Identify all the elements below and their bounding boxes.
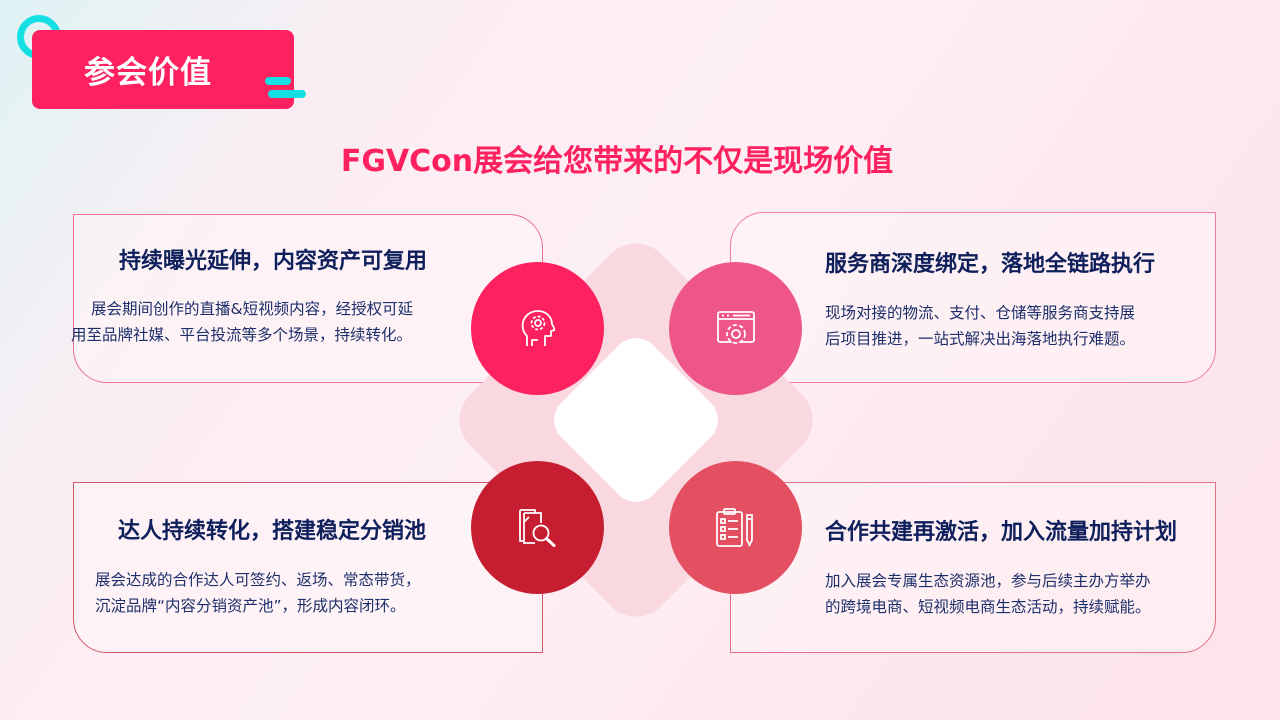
circle-exposure: [471, 262, 604, 395]
decorative-dash: [268, 90, 306, 98]
decorative-dash: [265, 77, 291, 85]
value-card-service-providers: 服务商深度绑定，落地全链路执行 现场对接的物流、支付、仓储等服务商支持展 后项目…: [730, 212, 1216, 383]
card-body-line: 用至品牌社媒、平台投流等多个场景，持续转化。: [71, 326, 413, 344]
card-title: 合作共建再激活，加入流量加持计划: [825, 520, 1178, 545]
section-tag: 参会价值: [32, 30, 294, 109]
card-body-line: 展会达成的合作达人可签约、返场、常态带货，: [95, 571, 421, 589]
card-body-line: 展会期间创作的直播&短视频内容，经授权可延: [91, 300, 414, 318]
card-body-line: 现场对接的物流、支付、仓储等服务商支持展: [825, 304, 1136, 322]
circle-influencers: [471, 461, 604, 594]
clipboard-checklist-icon: [715, 507, 756, 548]
circle-cooperation: [669, 461, 802, 594]
document-search-icon: [518, 508, 557, 547]
value-card-exposure: 持续曝光延伸，内容资产可复用 展会期间创作的直播&短视频内容，经授权可延 用至品…: [71, 214, 543, 383]
card-body: 现场对接的物流、支付、仓储等服务商支持展 后项目推进，一站式解决出海落地执行难题…: [825, 300, 1135, 352]
head-gear-icon: [521, 309, 555, 348]
section-tag-label: 参会价值: [84, 55, 212, 91]
card-body-line: 加入展会专属生态资源池，参与后续主办方举办: [825, 572, 1151, 590]
card-title: 服务商深度绑定，落地全链路执行: [825, 252, 1156, 277]
card-title: 持续曝光延伸，内容资产可复用: [119, 249, 428, 274]
card-body: 加入展会专属生态资源池，参与后续主办方举办 的跨境电商、短视频电商生态活动，持续…: [825, 568, 1151, 620]
circle-service: [669, 262, 802, 395]
card-body: 展会达成的合作达人可签约、返场、常态带货， 沉淀品牌“内容分销资产池”，形成内容…: [95, 567, 421, 619]
card-body-line: 的跨境电商、短视频电商生态活动，持续赋能。: [825, 598, 1151, 616]
card-body: 展会期间创作的直播&短视频内容，经授权可延 用至品牌社媒、平台投流等多个场景，持…: [71, 296, 491, 348]
card-body-line: 后项目推进，一站式解决出海落地执行难题。: [825, 330, 1136, 348]
browser-gear-icon: [716, 310, 755, 347]
card-title: 达人持续转化，搭建稳定分销池: [118, 519, 427, 544]
value-card-cooperation: 合作共建再激活，加入流量加持计划 加入展会专属生态资源池，参与后续主办方举办 的…: [730, 482, 1216, 653]
page-title: FGVCon展会给您带来的不仅是现场价值: [340, 144, 894, 179]
value-card-influencers: 达人持续转化，搭建稳定分销池 展会达成的合作达人可签约、返场、常态带货， 沉淀品…: [73, 482, 543, 653]
card-body-line: 沉淀品牌“内容分销资产池”，形成内容闭环。: [95, 597, 406, 615]
